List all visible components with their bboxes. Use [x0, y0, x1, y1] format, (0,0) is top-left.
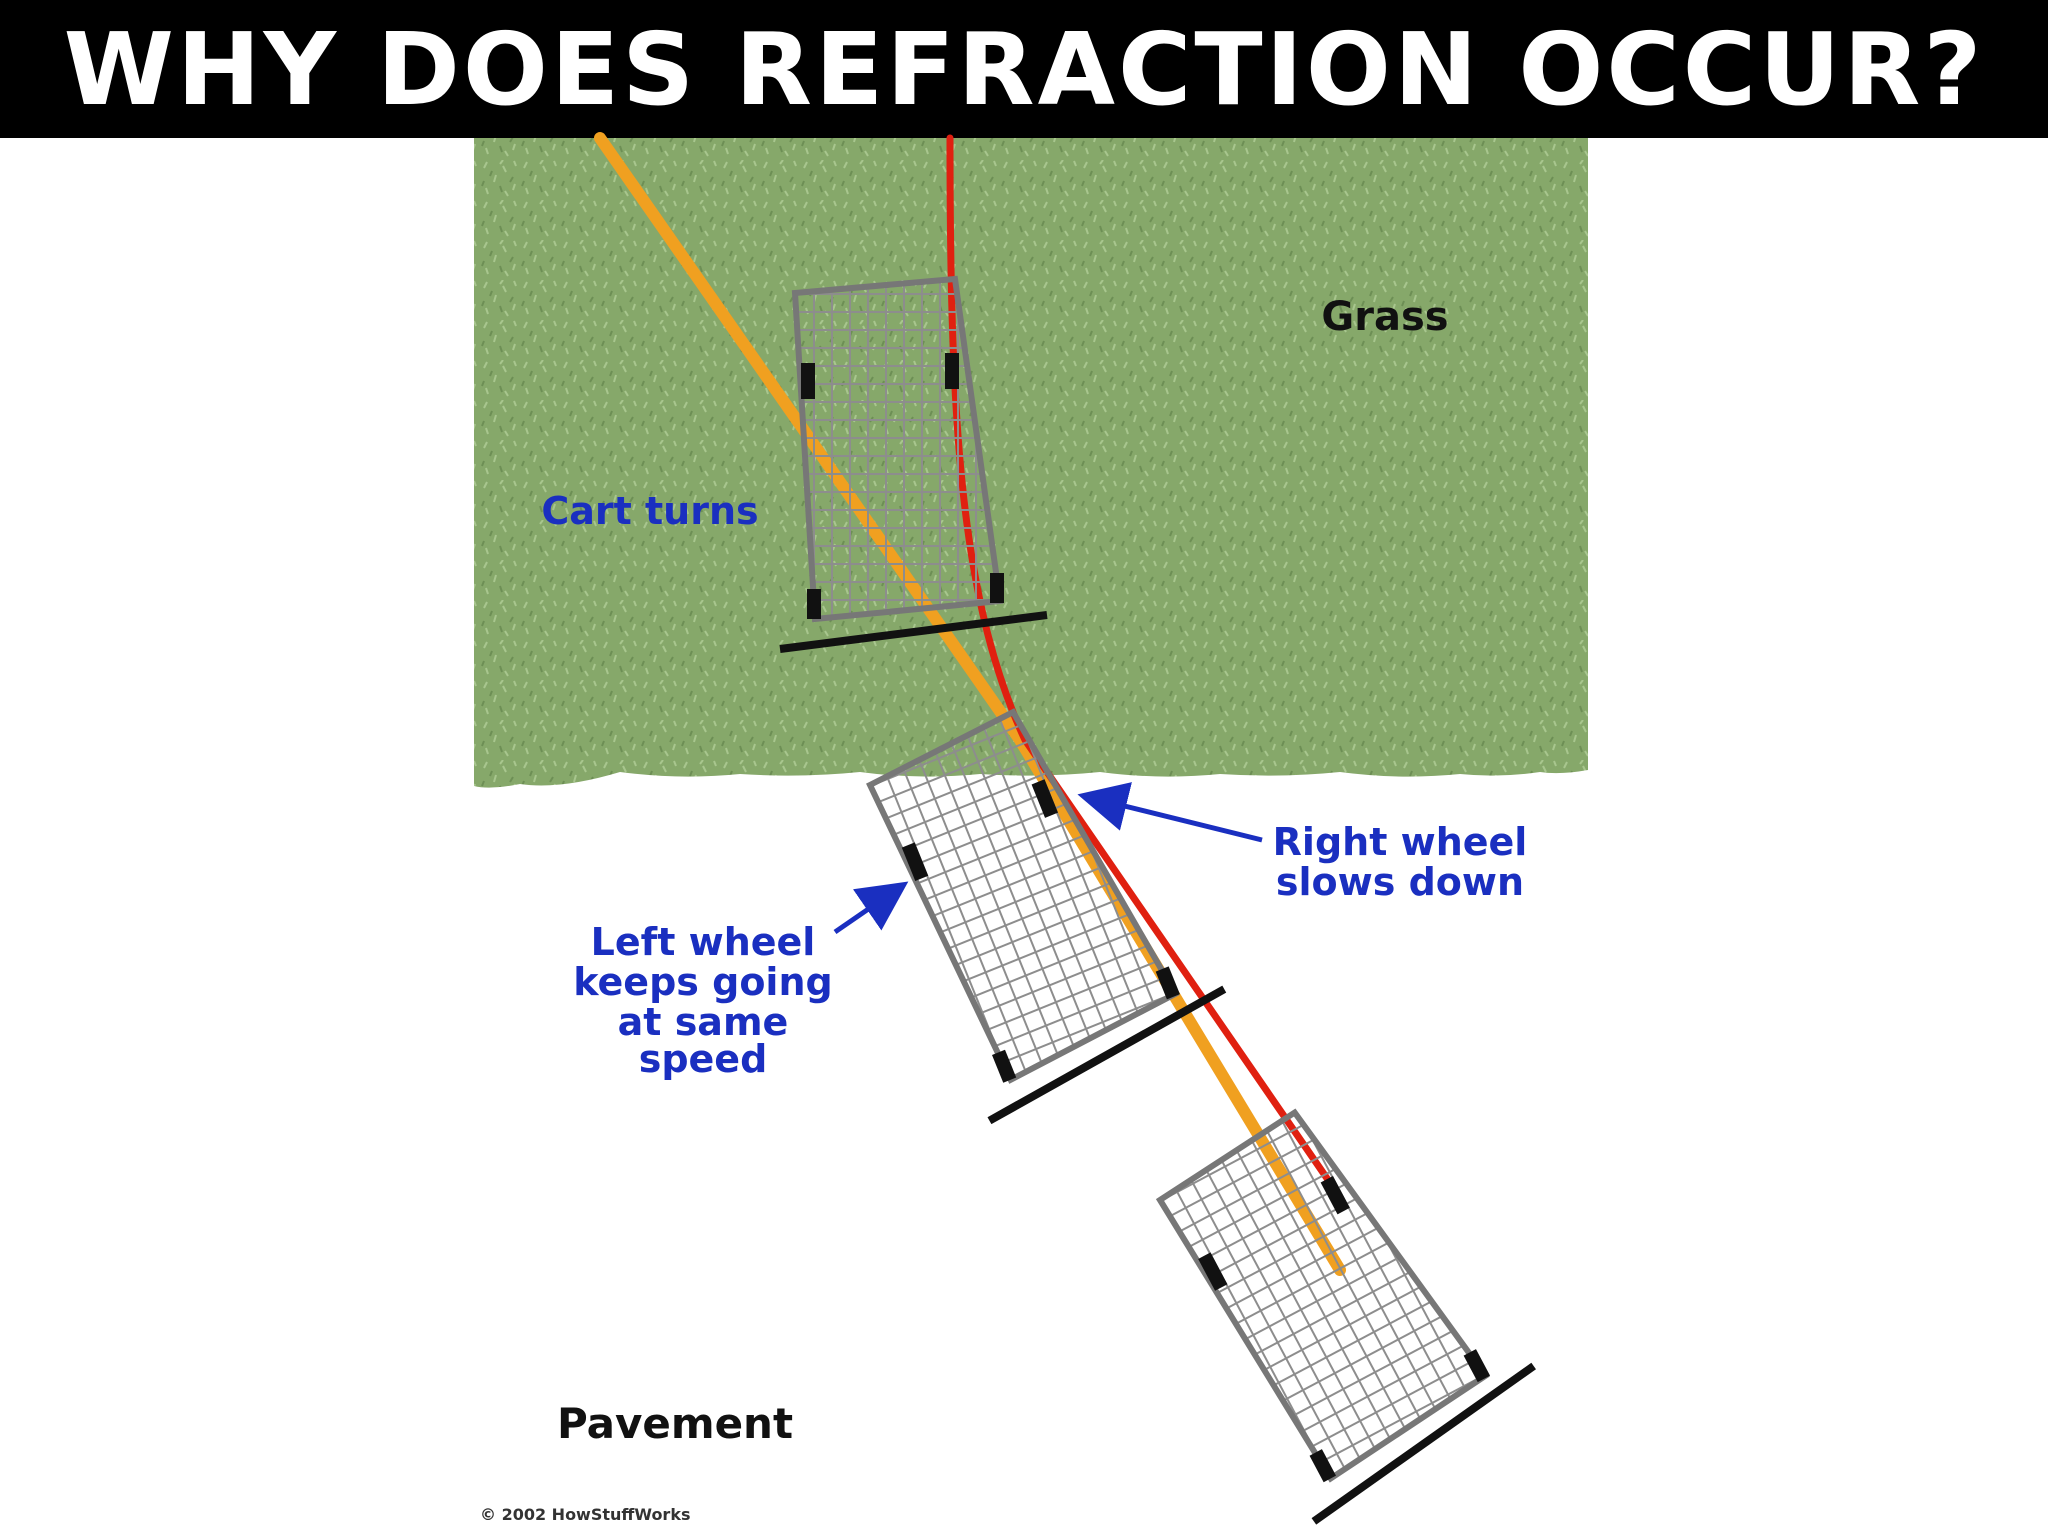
shopping-cart-icon	[779, 275, 1048, 653]
slide-title: WHY DOES REFRACTION OCCUR?	[63, 10, 1985, 128]
shopping-cart-icon	[1155, 1108, 1536, 1525]
left-wheel-arrow-icon	[833, 881, 909, 935]
left-wheel-label: Left wheel keeps going at same speed	[573, 920, 832, 1081]
pavement-label: Pavement	[557, 1399, 793, 1448]
title-bar: WHY DOES REFRACTION OCCUR?	[0, 0, 2048, 138]
left-wheel-label-line-3: at same	[618, 1000, 789, 1044]
left-wheel-label-line-1: Left wheel	[591, 920, 816, 964]
grass-label: Grass	[1321, 294, 1448, 340]
right-wheel-label-line-2: slows down	[1276, 860, 1524, 904]
grass-region	[474, 138, 1588, 788]
left-wheel-label-line-4: speed	[639, 1037, 768, 1081]
right-wheel-label-line-1: Right wheel	[1273, 820, 1528, 864]
shopping-cart-icon	[866, 708, 1227, 1125]
copyright-label: © 2002 HowStuffWorks	[480, 1505, 690, 1524]
left-wheel-label-line-2: keeps going	[573, 960, 832, 1004]
cart-turns-label: Cart turns	[541, 489, 758, 533]
right-wheel-label: Right wheel slows down	[1273, 820, 1528, 904]
right-wheel-arrow-icon	[1077, 782, 1263, 843]
